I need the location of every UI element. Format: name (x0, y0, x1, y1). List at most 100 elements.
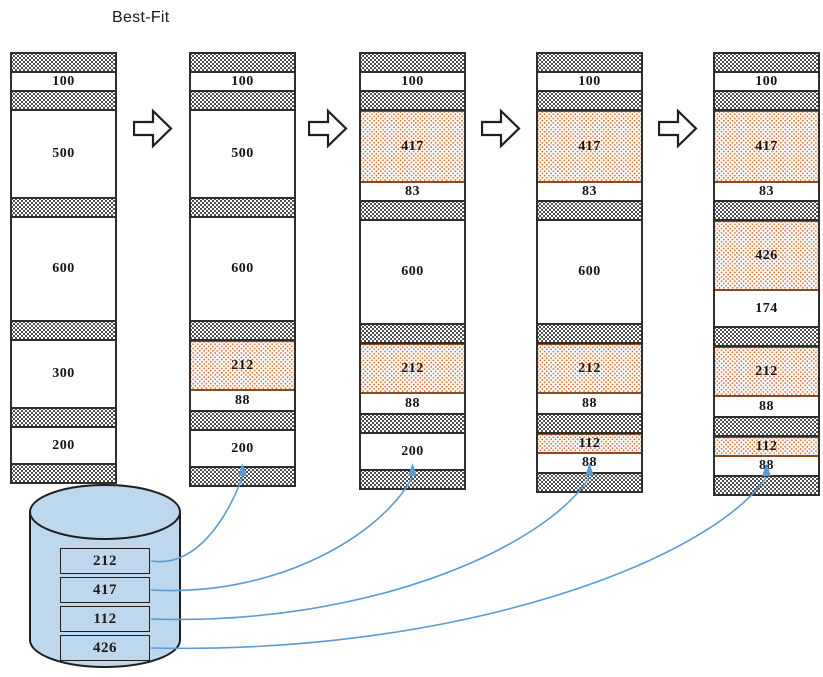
block-size-label: 300 (52, 366, 75, 381)
free-block: 600 (191, 218, 294, 322)
allocated-block: 417 (361, 111, 464, 183)
block-size-label: 88 (405, 395, 420, 411)
hole-band (538, 54, 641, 73)
block-size-label: 83 (759, 183, 774, 199)
allocated-block: 212 (538, 344, 641, 394)
hole-band (12, 465, 115, 482)
free-block: 100 (12, 73, 115, 92)
hole-band (191, 199, 294, 218)
free-block: 88 (361, 394, 464, 415)
queue-item-label: 112 (93, 610, 117, 627)
hole-band (191, 322, 294, 341)
block-size-label: 88 (759, 398, 774, 414)
block-size-label: 100 (578, 73, 601, 89)
block-size-label: 83 (582, 183, 597, 199)
block-size-label: 100 (52, 73, 75, 89)
block-size-label: 100 (231, 73, 254, 89)
hole-band (361, 202, 464, 221)
block-size-label: 426 (755, 247, 778, 263)
free-block: 200 (191, 431, 294, 468)
allocated-block: 212 (715, 347, 818, 397)
queue-item-426: 426 (60, 635, 150, 661)
hole-band (715, 92, 818, 111)
hole-band (12, 199, 115, 218)
hole-band (191, 54, 294, 73)
free-block: 600 (12, 218, 115, 322)
block-size-label: 83 (405, 183, 420, 199)
hole-band (191, 412, 294, 431)
hole-band (361, 471, 464, 488)
queue-item-212: 212 (60, 548, 150, 574)
hole-band (715, 202, 818, 221)
free-block: 83 (715, 183, 818, 202)
block-size-label: 200 (401, 443, 424, 459)
queue-item-label: 426 (93, 639, 117, 656)
hole-band (12, 92, 115, 111)
hole-band (715, 418, 818, 437)
queue-item-label: 212 (93, 552, 117, 569)
free-block: 83 (361, 183, 464, 202)
block-size-label: 600 (231, 261, 254, 276)
free-block: 100 (361, 73, 464, 92)
step-arrow-icon (658, 108, 698, 149)
block-size-label: 100 (401, 73, 424, 89)
queue-item-417: 417 (60, 577, 150, 603)
hole-band (715, 328, 818, 347)
block-size-label: 112 (755, 438, 778, 454)
memory-state-3: 100 417 83 600 212 88 200 (359, 52, 466, 490)
allocated-block: 212 (191, 341, 294, 391)
block-size-label: 88 (759, 458, 774, 473)
hole-band (12, 54, 115, 73)
free-block: 100 (538, 73, 641, 92)
free-block: 88 (538, 454, 641, 474)
free-block: 88 (191, 391, 294, 412)
block-size-label: 417 (401, 138, 424, 154)
free-block: 100 (191, 73, 294, 92)
block-size-label: 500 (231, 146, 254, 161)
free-block: 88 (715, 397, 818, 418)
block-size-label: 200 (52, 437, 75, 453)
hole-band (538, 415, 641, 434)
block-size-label: 600 (401, 264, 424, 279)
queue-item-112: 112 (60, 606, 150, 632)
allocated-block: 426 (715, 221, 818, 291)
free-block: 500 (12, 111, 115, 199)
block-size-label: 212 (401, 360, 424, 376)
block-size-label: 212 (578, 360, 601, 376)
hole-band (538, 202, 641, 221)
free-block: 88 (538, 394, 641, 415)
block-size-label: 600 (578, 264, 601, 279)
hole-band (715, 54, 818, 73)
hole-band (538, 474, 641, 491)
queue-item-label: 417 (93, 581, 117, 598)
hole-band (361, 415, 464, 434)
block-size-label: 417 (578, 138, 601, 154)
hole-band (715, 477, 818, 494)
free-block: 600 (538, 221, 641, 325)
free-block: 88 (715, 457, 818, 477)
free-block: 174 (715, 291, 818, 328)
block-size-label: 212 (231, 357, 254, 373)
free-block: 83 (538, 183, 641, 202)
memory-state-4: 100 417 83 600 212 88 112 88 (536, 52, 643, 493)
block-size-label: 112 (578, 435, 601, 451)
step-arrow-icon (307, 108, 348, 149)
block-size-label: 200 (231, 440, 254, 456)
hole-band (361, 92, 464, 111)
free-block: 100 (715, 73, 818, 92)
block-size-label: 417 (755, 138, 778, 154)
block-size-label: 500 (52, 146, 75, 161)
hole-band (538, 92, 641, 111)
hole-band (12, 409, 115, 428)
allocation-arrow-426 (150, 463, 771, 650)
allocated-block: 417 (538, 111, 641, 183)
hole-band (12, 322, 115, 341)
block-size-label: 100 (755, 73, 778, 89)
free-block: 200 (12, 428, 115, 465)
hole-band (191, 92, 294, 111)
memory-state-1: 100 500 600 300 200 (10, 52, 117, 484)
hole-band (361, 325, 464, 344)
free-block: 200 (361, 434, 464, 471)
diagram-title: Best-Fit (112, 9, 170, 26)
